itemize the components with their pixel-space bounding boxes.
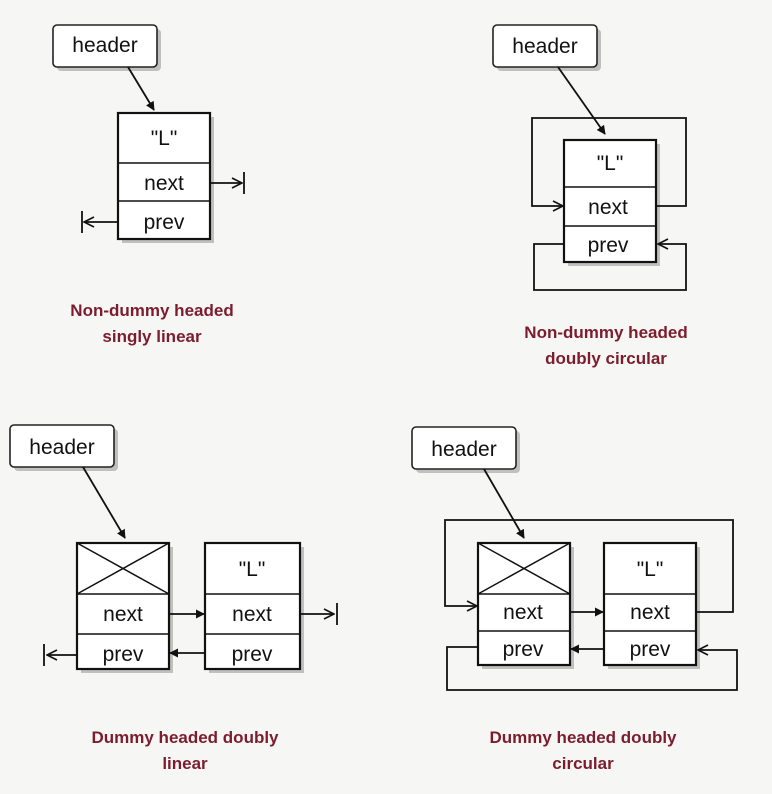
next-field: next bbox=[630, 601, 670, 624]
header-pointer-arrow bbox=[557, 66, 606, 135]
prev-field: prev bbox=[630, 638, 671, 661]
prev-wraparound-arrow bbox=[446, 647, 738, 691]
diagram-non-dummy-doubly-circular: header "L" next prev Non-dummy headed do… bbox=[492, 24, 688, 368]
header-pointer-arrow bbox=[483, 468, 525, 539]
list-node: "L" next prev bbox=[602, 541, 700, 669]
dummy-node: next prev bbox=[75, 541, 173, 673]
node-value: "L" bbox=[597, 152, 624, 175]
caption-line-1: Non-dummy headed bbox=[70, 301, 233, 320]
caption-line-2: singly linear bbox=[102, 327, 202, 346]
caption-line-2: doubly circular bbox=[545, 349, 667, 368]
node-value: "L" bbox=[637, 558, 664, 581]
next-field: next bbox=[503, 601, 543, 624]
header-pointer-arrow bbox=[82, 466, 126, 539]
diagram-dummy-doubly-circular: header next prev "L" next prev Dummy hea… bbox=[411, 426, 738, 773]
header-box: header bbox=[411, 426, 520, 473]
prev-field: prev bbox=[144, 211, 185, 234]
caption-line-1: Dummy headed doubly bbox=[489, 728, 677, 747]
list-node: "L" next prev bbox=[562, 138, 660, 266]
list-node: "L" next prev bbox=[203, 541, 304, 673]
prev-field: prev bbox=[103, 643, 144, 666]
next-field: next bbox=[588, 196, 628, 219]
next-field: next bbox=[144, 172, 184, 195]
node-value: "L" bbox=[239, 558, 266, 581]
header-label: header bbox=[431, 438, 496, 461]
caption-line-2: circular bbox=[552, 754, 614, 773]
diagram-non-dummy-singly-linear: header "L" next prev Non-dummy headed si… bbox=[52, 24, 245, 346]
next-wraparound-arrow bbox=[531, 117, 687, 206]
prev-field: prev bbox=[503, 638, 544, 661]
caption-line-2: linear bbox=[162, 754, 208, 773]
header-pointer-arrow bbox=[127, 66, 155, 111]
prev-field: prev bbox=[588, 234, 629, 257]
next-field: next bbox=[232, 603, 272, 626]
header-box: header bbox=[492, 24, 601, 71]
node-value: "L" bbox=[151, 127, 178, 150]
dummy-node: next prev bbox=[476, 541, 574, 669]
header-label: header bbox=[512, 35, 577, 58]
header-box: header bbox=[9, 424, 118, 471]
diagram-dummy-doubly-linear: header next prev "L" next prev Dummy bbox=[9, 424, 338, 773]
header-label: header bbox=[29, 436, 94, 459]
next-field: next bbox=[103, 603, 143, 626]
header-box: header bbox=[52, 24, 161, 71]
prev-wraparound-arrow bbox=[533, 244, 687, 291]
list-node: "L" next prev bbox=[116, 111, 214, 243]
caption-line-1: Dummy headed doubly bbox=[91, 728, 279, 747]
header-label: header bbox=[72, 34, 137, 57]
caption-line-1: Non-dummy headed bbox=[524, 323, 687, 342]
prev-field: prev bbox=[232, 643, 273, 666]
next-wraparound-arrow bbox=[444, 519, 734, 613]
